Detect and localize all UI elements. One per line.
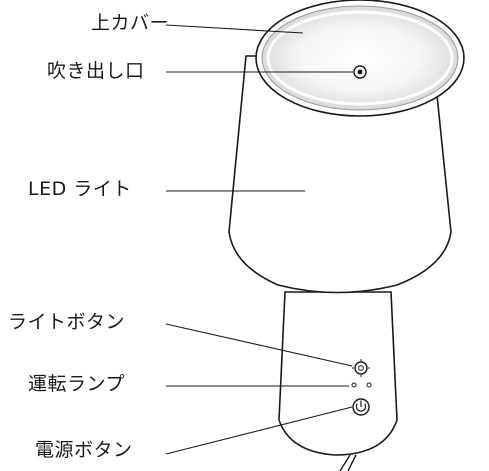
leader-power-button <box>165 406 353 455</box>
label-power-button: 電源ボタン <box>35 439 133 461</box>
air-outlet <box>353 65 367 79</box>
label-air-outlet: 吹き出し口 <box>47 60 145 82</box>
leader-light-button <box>165 323 353 367</box>
label-light-button: ライトボタン <box>8 311 126 333</box>
operation-lamp-indicators <box>351 382 372 388</box>
light-button-icon[interactable] <box>352 359 370 377</box>
label-top-cover: 上カバー <box>91 12 170 34</box>
leader-top-cover <box>165 24 304 34</box>
top-cover <box>255 0 465 117</box>
lamp-shade <box>228 55 452 294</box>
label-operation-lamp: 運転ランプ <box>28 373 125 395</box>
power-icon[interactable] <box>352 398 370 416</box>
leader-lines <box>165 24 353 455</box>
base-stand <box>278 291 398 471</box>
label-led-light: LED ライト <box>28 178 132 200</box>
